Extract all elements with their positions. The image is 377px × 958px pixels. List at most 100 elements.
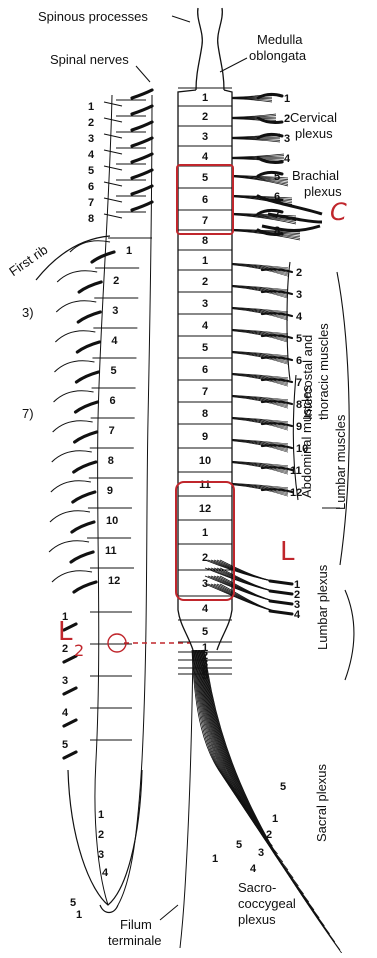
cervical-nerve-number: 4	[284, 153, 291, 165]
intercostal-nerve	[262, 467, 292, 470]
annotation-c: C	[330, 198, 347, 226]
thoracic-nerve-number: 3	[296, 289, 302, 301]
cord-segment-label: 6	[202, 194, 208, 206]
medulla-label: Medulla	[257, 32, 303, 47]
sacral-plexus-label: Sacral plexus	[314, 763, 329, 842]
vertebra-root	[64, 688, 76, 694]
vertebra-root	[76, 372, 98, 382]
sacral-nerve-number: 1	[272, 813, 278, 825]
cord-segment-label: 2	[202, 552, 208, 564]
sacral-vertebra-number: 2	[98, 829, 104, 841]
brachial-label: Brachial	[292, 168, 339, 183]
lumbar-plexus-label: Lumbar plexus	[315, 564, 330, 650]
coccyx-outline	[100, 905, 118, 913]
cord-segment-label: 7	[202, 215, 208, 227]
terminale-label: terminale	[108, 933, 161, 948]
sacral-nerve-number: 2	[266, 829, 272, 841]
vertebra-number: 2	[88, 117, 94, 129]
cord-segment-label: 7	[202, 386, 208, 398]
vertebra-number: 1	[88, 101, 94, 113]
vertebra-number: 2	[113, 275, 119, 287]
vertebra-root	[71, 552, 93, 562]
cord-segment-label: 8	[202, 408, 208, 420]
vertebra-number: 12	[108, 575, 120, 587]
anatomy-labels: Spinous processes Spinal nerves Medulla …	[6, 9, 348, 948]
vertebra-root	[73, 492, 95, 502]
cord-segment-label: 5	[202, 172, 208, 184]
spinous-spur	[104, 150, 122, 154]
cervical-nerve-number: 7	[274, 209, 280, 221]
sacral-vertebra-number: 5	[70, 897, 76, 909]
sacro-plexus-label: plexus	[238, 912, 276, 927]
intercostal-nerve	[262, 269, 292, 272]
cord-segment-label: 4	[202, 603, 209, 615]
vertebra-number: 3	[62, 675, 68, 687]
cord-segment-label: 3	[202, 131, 208, 143]
annotation-l2: L	[58, 617, 73, 647]
vertebra-number: 8	[88, 213, 94, 225]
lumbar-plexus-bracket	[345, 590, 354, 680]
spinous-spur	[104, 166, 122, 170]
cord-segment-label: 4	[202, 320, 209, 332]
cervical-nerve-number: 1	[284, 93, 290, 105]
annotation-l2-subscript: 2	[74, 641, 84, 660]
lumbar-nerve-number: 4	[294, 609, 301, 621]
cauda-fiber	[198, 650, 288, 870]
spinous-spur	[104, 198, 122, 202]
sacro-label: Sacro-	[238, 880, 276, 895]
cervical-nerve-number: 3	[284, 133, 290, 145]
vertebra-root	[132, 186, 152, 194]
vertebra-root	[79, 282, 101, 292]
cord-segment-label: 2	[202, 111, 208, 123]
cord-segment-label: 4	[202, 151, 209, 163]
thoracic-muscles-label: thoracic muscles	[316, 323, 331, 420]
vertebra-root	[77, 342, 99, 352]
cauda-fiber	[199, 650, 294, 878]
cord-segment-label: 12	[199, 503, 211, 515]
first-rib-label: First rib	[6, 242, 50, 279]
intercostal-bracket	[287, 262, 290, 380]
spinous-processes-label: Spinous processes	[38, 9, 148, 24]
abdominal-muscles-label: Abdominal muscles	[299, 385, 314, 498]
vertebra-number: 10	[106, 515, 118, 527]
vertebra-root	[64, 720, 76, 726]
cauda-fiber	[202, 650, 320, 918]
cauda-fiber	[199, 650, 298, 886]
vertebra-root	[132, 106, 152, 114]
sacral-nerve-number: 4	[250, 863, 257, 875]
cord-segment-label: 11	[199, 479, 211, 491]
cord-segment-label: 6	[202, 364, 208, 376]
rib-spur	[55, 331, 95, 342]
cord-segment-label: 1	[202, 527, 208, 539]
rib-spur	[52, 571, 92, 582]
rib-spur	[54, 391, 94, 402]
vertebral-body-lines	[87, 100, 152, 740]
abdominal-bracket	[293, 375, 298, 500]
intercostal-nerve	[262, 489, 292, 492]
rib-spur	[53, 421, 93, 432]
intercostal-nerve	[262, 401, 292, 404]
rib-spur	[50, 511, 90, 522]
intercostal-nerve	[262, 423, 292, 426]
lumbar-nerve-root	[270, 581, 292, 584]
cord-segment-label: 3	[202, 298, 208, 310]
l2-vertebra-circle	[108, 634, 126, 652]
vertebra-number: 11	[105, 545, 117, 557]
vertebra-number: 4	[62, 707, 69, 719]
cervical-nerve-number: 6	[274, 191, 280, 203]
spinous-spur	[104, 102, 122, 106]
cord-segment-label: 8	[202, 235, 208, 247]
vertebra-root	[74, 582, 96, 592]
vertebra-number: 8	[108, 455, 114, 467]
rib-spur	[52, 451, 92, 462]
rib-spur	[54, 361, 94, 372]
sacrum-outline	[68, 770, 142, 905]
vertebra-root	[75, 432, 97, 442]
sacral-nerve-number: 3	[258, 847, 264, 859]
brachial-trunk	[262, 226, 320, 231]
vertebra-root	[76, 402, 98, 412]
lumbar-nerve-root	[270, 611, 292, 614]
vertebra-root	[74, 462, 96, 472]
